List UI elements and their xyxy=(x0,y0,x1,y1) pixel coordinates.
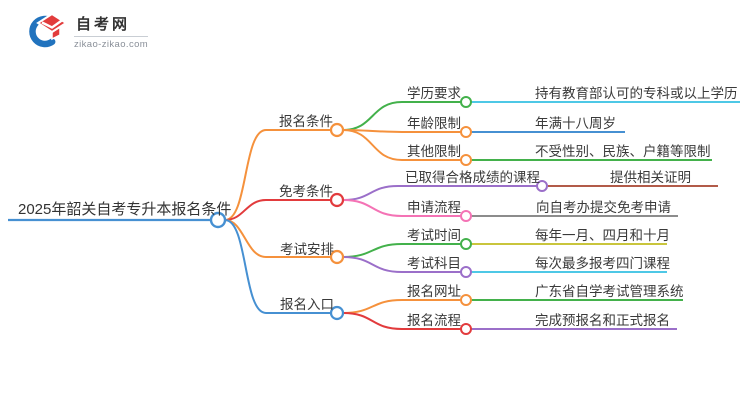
child-handle-shenqing[interactable] xyxy=(460,210,472,222)
connector-root-baoming-rukou xyxy=(224,219,267,314)
topic-label-baoming-tiaojian[interactable]: 报名条件 xyxy=(279,114,333,129)
leaf-label-nianling[interactable]: 年满十八周岁 xyxy=(535,116,616,131)
child-handle-hege[interactable] xyxy=(536,180,548,192)
connector-child-shenqing xyxy=(342,199,403,217)
leaf-label-wangzhi[interactable]: 广东省自学考试管理系统 xyxy=(535,284,684,299)
child-label-kaoshi-shijian[interactable]: 考试时间 xyxy=(407,228,461,243)
logo-domain: zikao-zikao.com xyxy=(74,39,149,50)
connector-root-miankao-tiaojian xyxy=(224,199,267,221)
leaf-label-xueli[interactable]: 持有教育部认可的专科或以上学历 xyxy=(535,86,738,101)
leaf-label-liucheng[interactable]: 完成预报名和正式报名 xyxy=(535,313,670,328)
child-label-baoming-liucheng[interactable]: 报名流程 xyxy=(407,313,461,328)
connector-child-kemu xyxy=(342,256,403,273)
topic-handle-baoming-tiaojian[interactable] xyxy=(329,122,345,138)
logo-graduation-cap-icon xyxy=(29,12,68,48)
child-handle-nianling[interactable] xyxy=(460,126,472,138)
leaf-label-shijian[interactable]: 每年一月、四月和十月 xyxy=(535,228,670,243)
topic-handle-baoming-rukou[interactable] xyxy=(329,305,345,321)
leaf-label-qita[interactable]: 不受性别、民族、户籍等限制 xyxy=(535,144,711,159)
child-label-baoming-wangzhi[interactable]: 报名网址 xyxy=(407,284,461,299)
child-handle-shijian[interactable] xyxy=(460,238,472,250)
child-label-qita-xianzhi[interactable]: 其他限制 xyxy=(407,144,461,159)
connector-root-kaoshi-anpai xyxy=(224,219,267,258)
child-label-shenqing-liucheng[interactable]: 申请流程 xyxy=(407,200,461,215)
child-label-xueli-yaoqiu[interactable]: 学历要求 xyxy=(407,86,461,101)
logo-divider xyxy=(74,36,148,37)
child-label-nianling-xianzhi[interactable]: 年龄限制 xyxy=(407,116,461,131)
leaf-label-shenqing[interactable]: 向自考办提交免考申请 xyxy=(536,200,671,215)
site-logo[interactable]: 自考网 zikao-zikao.com xyxy=(28,12,148,52)
logo-text-block: 自考网 zikao-zikao.com xyxy=(74,14,148,50)
topic-label-miankao-tiaojian[interactable]: 免考条件 xyxy=(279,184,333,199)
connector-child-qita xyxy=(342,129,403,161)
child-label-hege-kecheng[interactable]: 已取得合格成绩的课程 xyxy=(405,170,540,185)
leaf-label-kemu[interactable]: 每次最多报考四门课程 xyxy=(535,256,670,271)
leaf-label-hege[interactable]: 提供相关证明 xyxy=(610,170,691,185)
root-node-label[interactable]: 2025年韶关自考专升本报名条件 xyxy=(18,201,232,218)
child-handle-xueli[interactable] xyxy=(460,96,472,108)
child-label-kaoshi-kemu[interactable]: 考试科目 xyxy=(407,256,461,271)
root-node-handle[interactable] xyxy=(209,211,227,229)
child-handle-qita[interactable] xyxy=(460,154,472,166)
topic-label-baoming-rukou[interactable]: 报名入口 xyxy=(280,297,334,312)
connector-root-baoming-tiaojian xyxy=(224,129,267,221)
connector-child-liucheng xyxy=(342,312,403,330)
connector-child-wangzhi xyxy=(342,299,403,314)
child-handle-kemu[interactable] xyxy=(460,266,472,278)
child-handle-wangzhi[interactable] xyxy=(460,294,472,306)
connector-child-xueli xyxy=(342,101,403,131)
topic-label-kaoshi-anpai[interactable]: 考试安排 xyxy=(280,242,334,257)
connector-child-hege xyxy=(342,185,399,201)
topic-handle-miankao-tiaojian[interactable] xyxy=(329,192,345,208)
connector-child-shijian xyxy=(342,243,403,258)
child-handle-liucheng[interactable] xyxy=(460,323,472,335)
topic-handle-kaoshi-anpai[interactable] xyxy=(329,249,345,265)
logo-title: 自考网 xyxy=(76,16,131,33)
